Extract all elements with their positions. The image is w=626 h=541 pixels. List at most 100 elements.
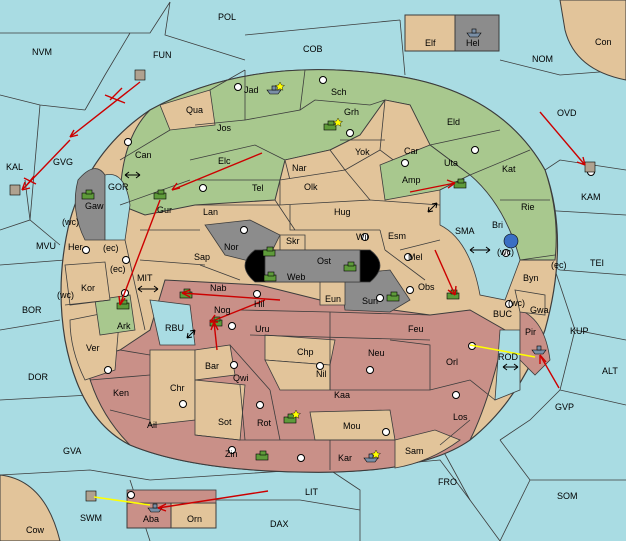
label-elc: Elc <box>218 156 231 166</box>
army-unit[interactable] <box>453 178 467 189</box>
label-gor: GOR <box>108 182 129 192</box>
army-unit[interactable] <box>262 246 276 257</box>
label-gvp: GVP <box>555 402 574 412</box>
label-lit: LIT <box>305 487 319 497</box>
sea-labels: POL NVM FUN COB NOM OVD KAL GVG GOR SMA … <box>6 12 618 529</box>
label-hug: Hug <box>334 207 351 217</box>
lake-sma <box>439 174 521 301</box>
label-kaa: Kaa <box>334 390 350 400</box>
label-elf: Elf <box>425 38 436 48</box>
label-olk: Olk <box>304 182 318 192</box>
army-units[interactable] <box>81 120 467 461</box>
label-chr: Chr <box>170 383 185 393</box>
label-nom: NOM <box>532 54 553 64</box>
label-web: Web <box>287 272 305 282</box>
label-ec1: (ec) <box>103 243 119 253</box>
label-car: Car <box>404 146 419 156</box>
army-unit[interactable] <box>153 189 167 200</box>
label-ovd: OVD <box>557 108 577 118</box>
label-qua: Qua <box>186 105 203 115</box>
label-dor: DOR <box>28 372 49 382</box>
army-unit[interactable] <box>386 291 400 302</box>
label-rot: Rot <box>257 418 272 428</box>
label-cow: Cow <box>26 525 45 535</box>
label-ec3: (ec) <box>551 260 567 270</box>
label-wc3: (wc) <box>497 247 514 257</box>
label-orn: Orn <box>187 514 202 524</box>
label-amp: Amp <box>402 175 421 185</box>
label-skr: Skr <box>286 236 300 246</box>
province-sot[interactable] <box>194 379 246 441</box>
province-elf[interactable] <box>404 14 456 52</box>
label-ail: Ail <box>147 420 157 430</box>
label-nog: Nog <box>214 305 231 315</box>
lake-rbu <box>149 299 196 346</box>
label-nar: Nar <box>292 163 307 173</box>
province-qua[interactable] <box>159 89 216 131</box>
army-unit[interactable] <box>81 189 95 200</box>
label-obs: Obs <box>418 282 435 292</box>
label-ec2: (ec) <box>110 264 126 274</box>
star-markers <box>275 81 381 459</box>
label-aba: Aba <box>143 514 159 524</box>
label-uta: Uta <box>444 158 458 168</box>
label-wc2: (wc) <box>57 290 74 300</box>
label-wc1: (wc) <box>62 217 79 227</box>
province-gwa[interactable] <box>514 289 546 316</box>
label-cob: COB <box>303 44 323 54</box>
label-tei: TEI <box>590 258 604 268</box>
label-neu: Neu <box>368 348 385 358</box>
army-unit[interactable] <box>255 450 269 461</box>
coastal-squares <box>9 69 596 502</box>
label-zin: Zin <box>225 449 238 459</box>
province-orn[interactable] <box>170 502 217 529</box>
label-swm: SWM <box>80 513 102 523</box>
label-ver: Ver <box>86 343 100 353</box>
label-kar: Kar <box>338 453 352 463</box>
fleet-unit-blue[interactable] <box>503 233 519 249</box>
label-chp: Chp <box>297 347 314 357</box>
label-eun: Eun <box>325 294 341 304</box>
supply-centers <box>82 76 595 499</box>
label-mel: Mel <box>408 252 423 262</box>
label-her: Her <box>68 242 83 252</box>
label-rod: ROD <box>498 352 519 362</box>
label-hel: Hel <box>466 38 480 48</box>
label-lan: Lan <box>203 207 218 217</box>
fleet-unit[interactable] <box>531 345 547 355</box>
label-sot: Sot <box>218 417 232 427</box>
province-ost-web[interactable] <box>264 249 361 283</box>
label-wil: Wil <box>356 232 369 242</box>
army-unit[interactable] <box>263 271 277 282</box>
label-uru: Uru <box>255 324 270 334</box>
army-unit[interactable] <box>343 261 357 272</box>
fleet-unit[interactable] <box>466 28 482 38</box>
fleet-unit[interactable] <box>147 503 163 513</box>
label-gwa: Gwa <box>530 305 549 315</box>
label-mvu: MVU <box>36 241 56 251</box>
label-grh: Grh <box>344 107 359 117</box>
label-mit: MIT <box>137 273 153 283</box>
province-bar[interactable] <box>194 344 236 381</box>
label-bor: BOR <box>22 305 42 315</box>
label-los: Los <box>453 412 468 422</box>
coast-connectors <box>124 171 519 371</box>
label-esm: Esm <box>388 231 406 241</box>
label-ken: Ken <box>113 388 129 398</box>
army-unit[interactable] <box>323 120 337 131</box>
label-jad: Jad <box>244 85 259 95</box>
fleet-units[interactable] <box>147 28 547 513</box>
province-sam[interactable] <box>394 429 461 469</box>
label-gvg: GVG <box>53 157 73 167</box>
green-region <box>119 69 557 261</box>
label-alt: ALT <box>602 366 618 376</box>
label-kup: KUP <box>570 326 589 336</box>
fleet-unit[interactable] <box>266 85 282 95</box>
label-buc: BUC <box>493 309 513 319</box>
label-pol: POL <box>218 12 236 22</box>
label-ark: Ark <box>117 321 131 331</box>
label-fun: FUN <box>153 50 172 60</box>
label-con: Con <box>595 37 612 47</box>
label-ost: Ost <box>317 256 332 266</box>
